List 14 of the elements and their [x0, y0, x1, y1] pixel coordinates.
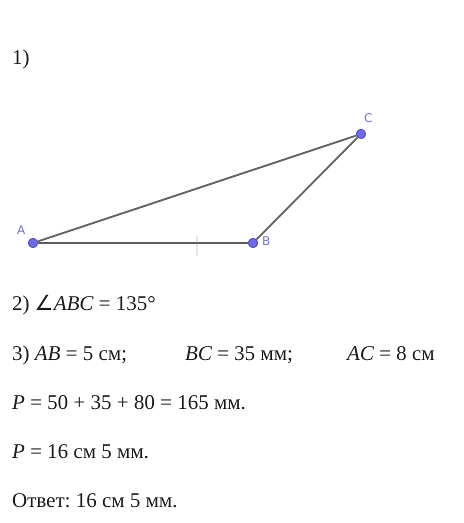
item-number: 1)	[12, 45, 30, 69]
point-label: C	[364, 111, 372, 125]
triangle-side	[38, 242, 248, 244]
point-label: A	[17, 223, 26, 237]
point-label: B	[262, 234, 270, 248]
solution-line: Ответ: 16 см 5 мм.	[12, 488, 178, 512]
solution-line: P = 50 + 35 + 80 = 165 мм.	[12, 390, 246, 414]
solution-line: BC = 35 мм;	[185, 341, 293, 365]
solution-line: 2) ∠ABC = 135°	[12, 291, 156, 315]
triangle-side	[37, 134, 357, 242]
solution-line: 3) AB = 5 см;	[12, 341, 127, 365]
solution-line: P = 16 см 5 мм.	[12, 439, 149, 463]
solution-line: AC = 8 см	[347, 341, 435, 365]
triangle-side	[256, 136, 358, 240]
